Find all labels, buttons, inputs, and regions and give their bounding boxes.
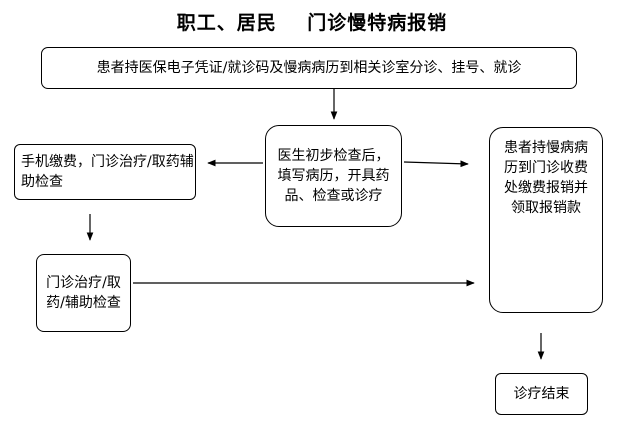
title-part-2: 门诊慢特病报销: [307, 12, 448, 34]
node-treatment-text: 门诊治疗/取药/辅助检查: [46, 275, 121, 311]
node-treatment: 门诊治疗/取药/辅助检查: [36, 254, 131, 332]
node-mobile-payment: 手机缴费，门诊治疗/取药辅助检查: [14, 144, 196, 200]
title-part-1: 职工、居民: [176, 12, 277, 34]
node-doctor-text: 医生初步检查后，填写病历，开具药品、检查或诊疗: [277, 148, 390, 204]
arrow-doctor-to-reimbursement: [403, 160, 469, 168]
node-reimbursement-text: 患者持慢病病历到门诊收费处缴费报销并领取报销款: [504, 140, 588, 216]
node-mobile-payment-text: 手机缴费，门诊治疗/取药辅助检查: [21, 154, 194, 190]
node-start-text: 患者持医保电子凭证/就诊码及慢病病历到相关诊室分诊、挂号、就诊: [96, 60, 522, 76]
node-end: 诊疗结束: [495, 373, 588, 415]
node-reimbursement: 患者持慢病病历到门诊收费处缴费报销并领取报销款: [489, 127, 603, 313]
node-start-registration: 患者持医保电子凭证/就诊码及慢病病历到相关诊室分诊、挂号、就诊: [41, 47, 577, 89]
node-end-text: 诊疗结束: [513, 386, 570, 402]
node-doctor-exam: 医生初步检查后，填写病历，开具药品、检查或诊疗: [265, 125, 402, 227]
diagram-title: 职工、居民 门诊慢特病报销: [0, 8, 624, 35]
